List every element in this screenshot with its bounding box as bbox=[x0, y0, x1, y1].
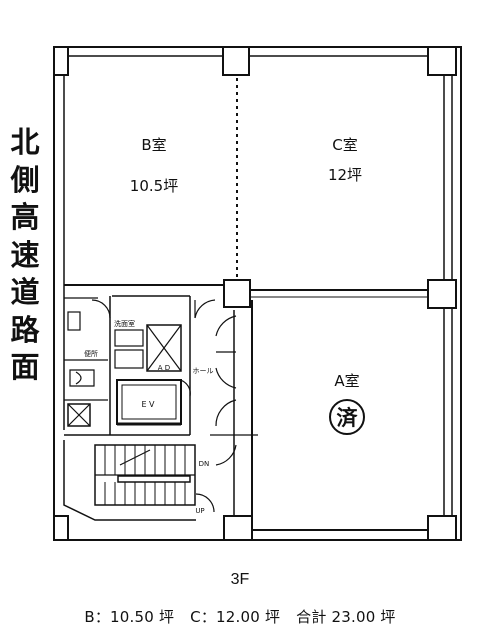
door-swing bbox=[215, 315, 237, 337]
sink-fixture bbox=[67, 311, 81, 331]
door-swing bbox=[179, 379, 191, 397]
door-swing bbox=[194, 299, 216, 319]
ad-label: A D bbox=[158, 364, 170, 372]
side-label-char: 面 bbox=[10, 350, 40, 384]
ev-label: E V bbox=[141, 400, 155, 409]
side-label-char: 路 bbox=[10, 312, 40, 347]
north-side-road-label: 北 側 高 速 道 路 面 bbox=[8, 124, 42, 387]
building-outline bbox=[53, 46, 462, 541]
shaft-box bbox=[67, 403, 91, 427]
room-b-name: B室 bbox=[141, 136, 166, 154]
room-a-status: 済 bbox=[337, 406, 359, 430]
washroom-label: 洗面室 bbox=[114, 319, 135, 328]
door-swing bbox=[215, 399, 237, 427]
summary-room-b: B：10.50 坪 bbox=[84, 608, 175, 626]
room-b-area: 10.5坪 bbox=[130, 177, 178, 195]
side-label-char: 側 bbox=[10, 162, 40, 197]
ad-shaft bbox=[146, 324, 182, 372]
column-post bbox=[427, 515, 457, 541]
side-label-char: 速 bbox=[10, 237, 40, 272]
side-label-char: 北 bbox=[10, 125, 40, 159]
toilet-fixture bbox=[69, 369, 95, 387]
door-swing bbox=[215, 444, 237, 466]
room-c-name: C室 bbox=[332, 136, 357, 154]
door-swing bbox=[215, 367, 237, 389]
column-post bbox=[223, 279, 251, 308]
column-post bbox=[223, 515, 253, 541]
column-post bbox=[53, 515, 69, 541]
stair-arrow bbox=[119, 449, 151, 466]
door-swing bbox=[91, 299, 111, 319]
summary-room-c: C：12.00 坪 bbox=[190, 608, 281, 626]
column-post bbox=[222, 46, 250, 76]
down-label: DN bbox=[199, 460, 210, 468]
side-label-char: 道 bbox=[10, 275, 40, 309]
column-post bbox=[427, 46, 457, 76]
summary-total: 合計 23.00 坪 bbox=[296, 608, 396, 626]
area-summary: B：10.50 坪 C：12.00 坪合計 23.00 坪 bbox=[0, 606, 480, 627]
room-a-name: A室 bbox=[334, 372, 359, 390]
side-label-char: 高 bbox=[10, 200, 40, 234]
up-label: UP bbox=[195, 507, 204, 515]
washroom-box bbox=[114, 329, 144, 347]
floor-label: 3F bbox=[230, 571, 250, 588]
door-swing bbox=[195, 493, 215, 513]
room-c-area: 12坪 bbox=[328, 166, 362, 184]
status-stamp-circle bbox=[329, 399, 365, 435]
toilet-label: 便所 bbox=[84, 349, 98, 358]
hall-label: ホール bbox=[193, 367, 214, 375]
column-post bbox=[427, 279, 457, 309]
column-post bbox=[53, 46, 69, 76]
floor-plan: B室 10.5坪 C室 12坪 A室 済 洗面室 便所 A D E V ホール … bbox=[53, 46, 462, 541]
